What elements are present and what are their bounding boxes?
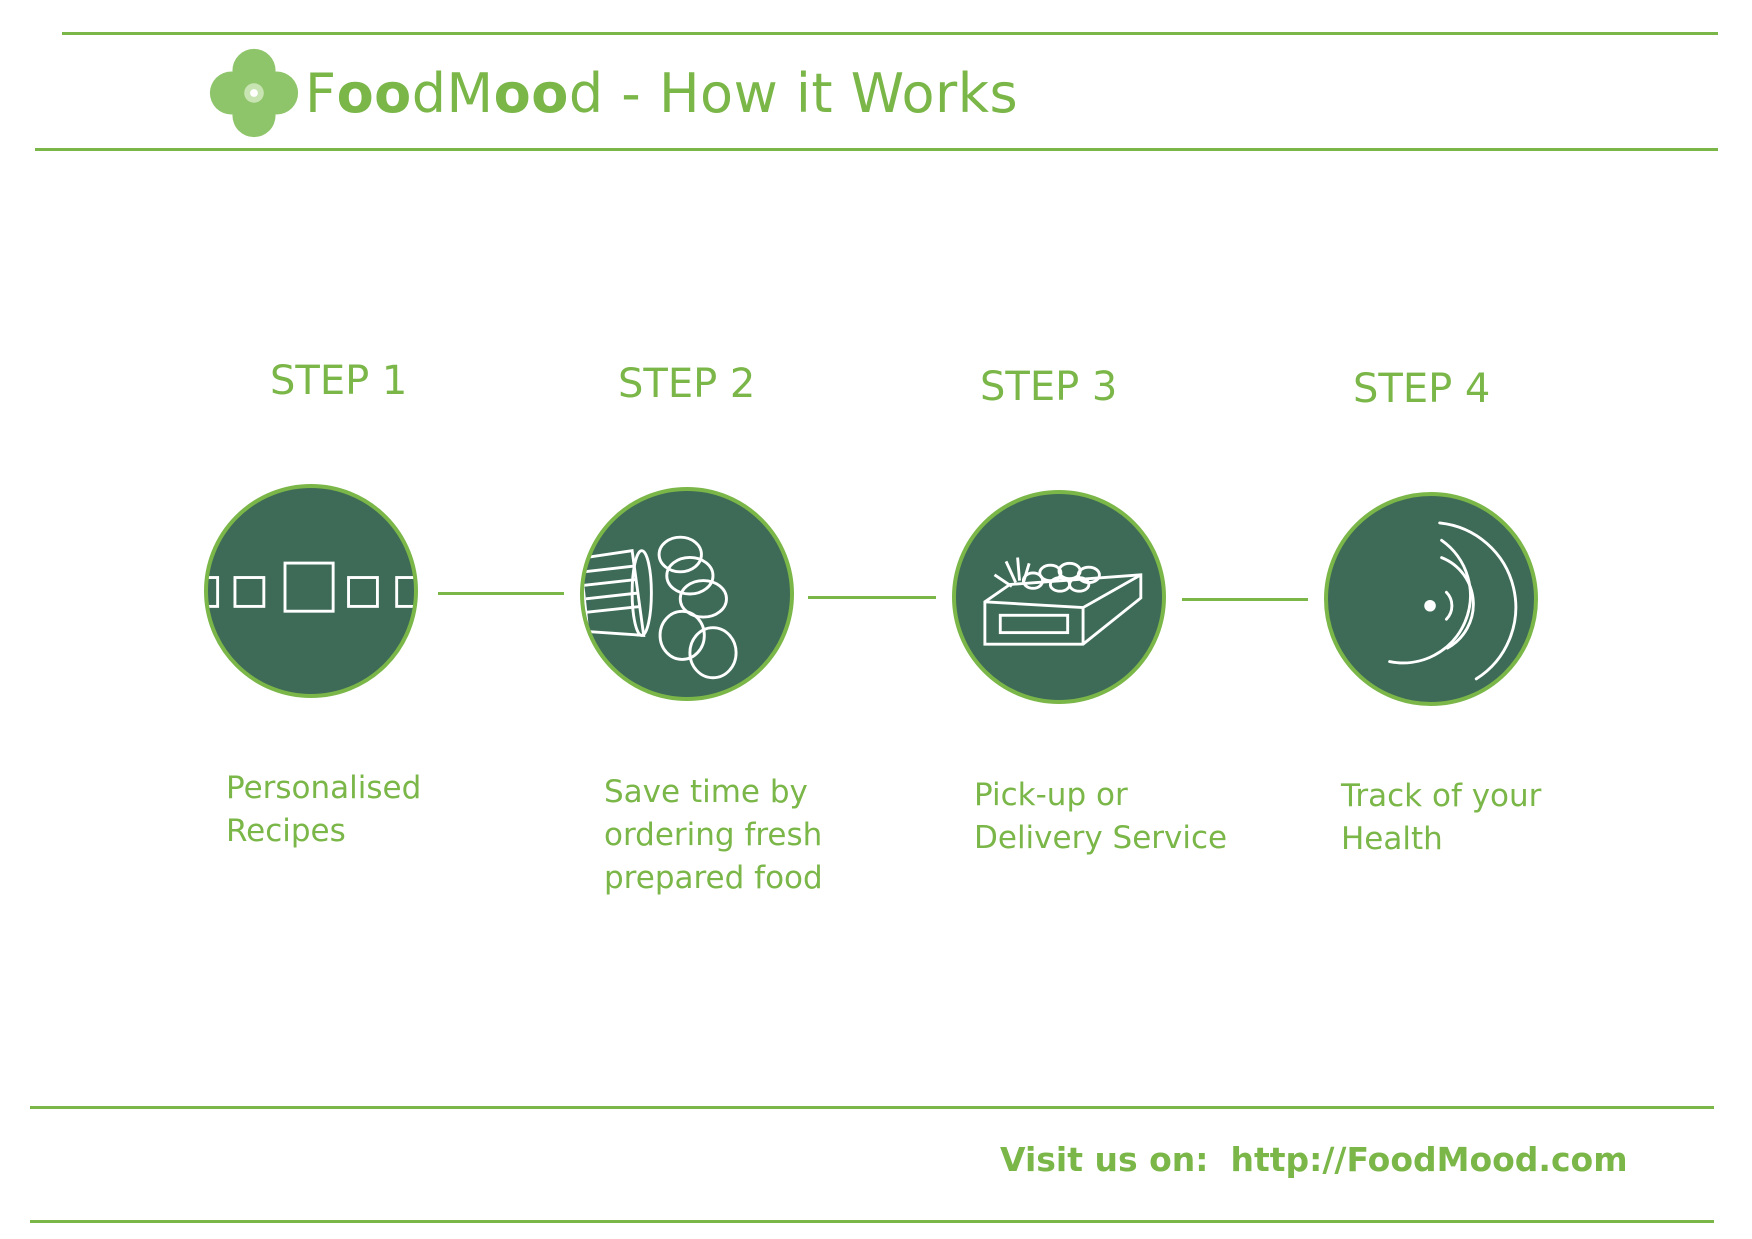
recipe-cards-icon (208, 561, 414, 613)
description-line: Save time by (604, 774, 808, 810)
produce-box-icon (983, 557, 1143, 646)
top-rule-lower (35, 148, 1718, 151)
connector-2-3 (808, 596, 936, 599)
description-line: Delivery Service (974, 820, 1228, 856)
fresh-food-icon (584, 535, 738, 680)
description-line: Personalised (226, 770, 422, 806)
step-2-description: Save time by ordering fresh prepared foo… (604, 771, 823, 900)
connector-3-4 (1182, 598, 1308, 601)
description-line: Health (1341, 821, 1443, 857)
step-1-label: STEP 1 (270, 358, 408, 404)
page-title: FoodMood - How it Works (305, 61, 1019, 125)
step-3-description: Pick-up or Delivery Service (974, 774, 1227, 860)
step-1-circle (204, 484, 418, 698)
top-rule-upper (62, 32, 1718, 35)
description-line: ordering fresh (604, 817, 823, 853)
clover-logo-icon (209, 48, 299, 138)
step-3-label: STEP 3 (980, 364, 1118, 410)
step-4-description: Track of your Health (1341, 775, 1541, 861)
page-header: FoodMood - How it Works (205, 44, 1018, 142)
website-link[interactable]: http://FoodMood.com (1230, 1140, 1628, 1179)
footer-visit: Visit us on: http://FoodMood.com (1000, 1140, 1628, 1179)
bottom-rule-lower (30, 1220, 1714, 1223)
step-3-circle (952, 490, 1166, 704)
description-line: Track of your (1341, 778, 1542, 814)
bottom-rule-upper (30, 1106, 1714, 1109)
health-radar-icon (1388, 521, 1518, 681)
footer-label: Visit us on: (1000, 1140, 1209, 1179)
description-line: prepared food (604, 860, 823, 896)
step-4-circle (1324, 492, 1538, 706)
step-4-label: STEP 4 (1353, 366, 1491, 412)
step-2-label: STEP 2 (618, 361, 756, 407)
description-line: Recipes (226, 813, 346, 849)
step-1-description: Personalised Recipes (226, 767, 421, 853)
connector-1-2 (438, 592, 564, 595)
step-2-circle (580, 487, 794, 701)
description-line: Pick-up or (974, 777, 1128, 813)
